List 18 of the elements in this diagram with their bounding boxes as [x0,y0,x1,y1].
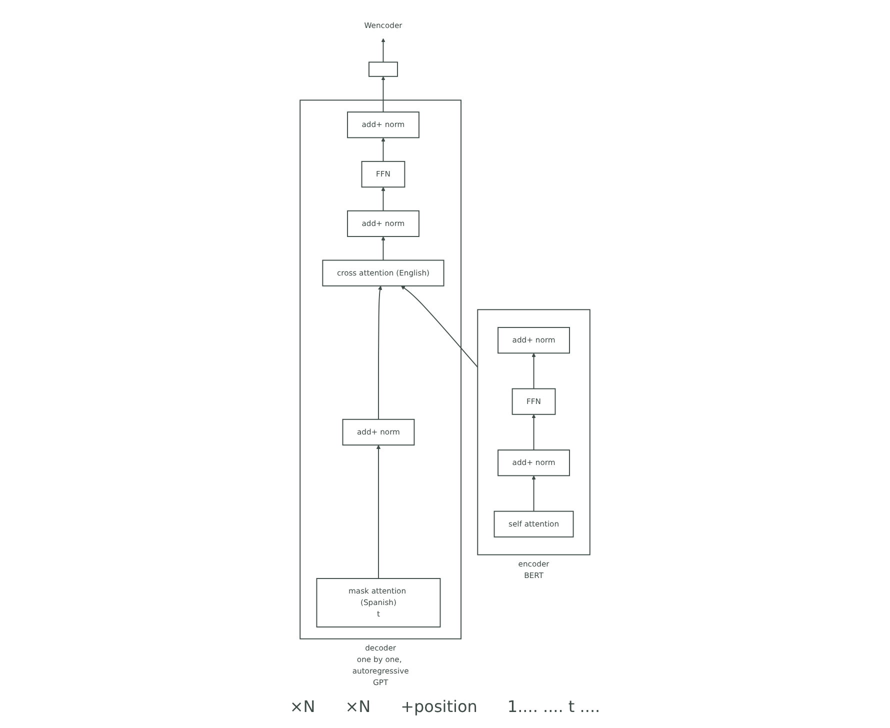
arrow [381,186,386,212]
note-text: 1.... .... t .... [507,697,600,716]
arrow [532,475,536,512]
cluster [300,100,462,640]
arrow [532,414,536,450]
node-box [368,62,398,77]
arrow [532,352,536,390]
cluster [477,309,590,556]
arrow [400,286,478,368]
note-text: +position [400,697,478,716]
note-text: ×N [345,697,371,716]
note-text: ×N [290,697,316,716]
arrow [381,76,386,112]
arrow [381,38,386,63]
arrow [381,236,386,261]
arrow [381,138,386,162]
arrow [378,286,382,420]
arrow [376,444,381,579]
